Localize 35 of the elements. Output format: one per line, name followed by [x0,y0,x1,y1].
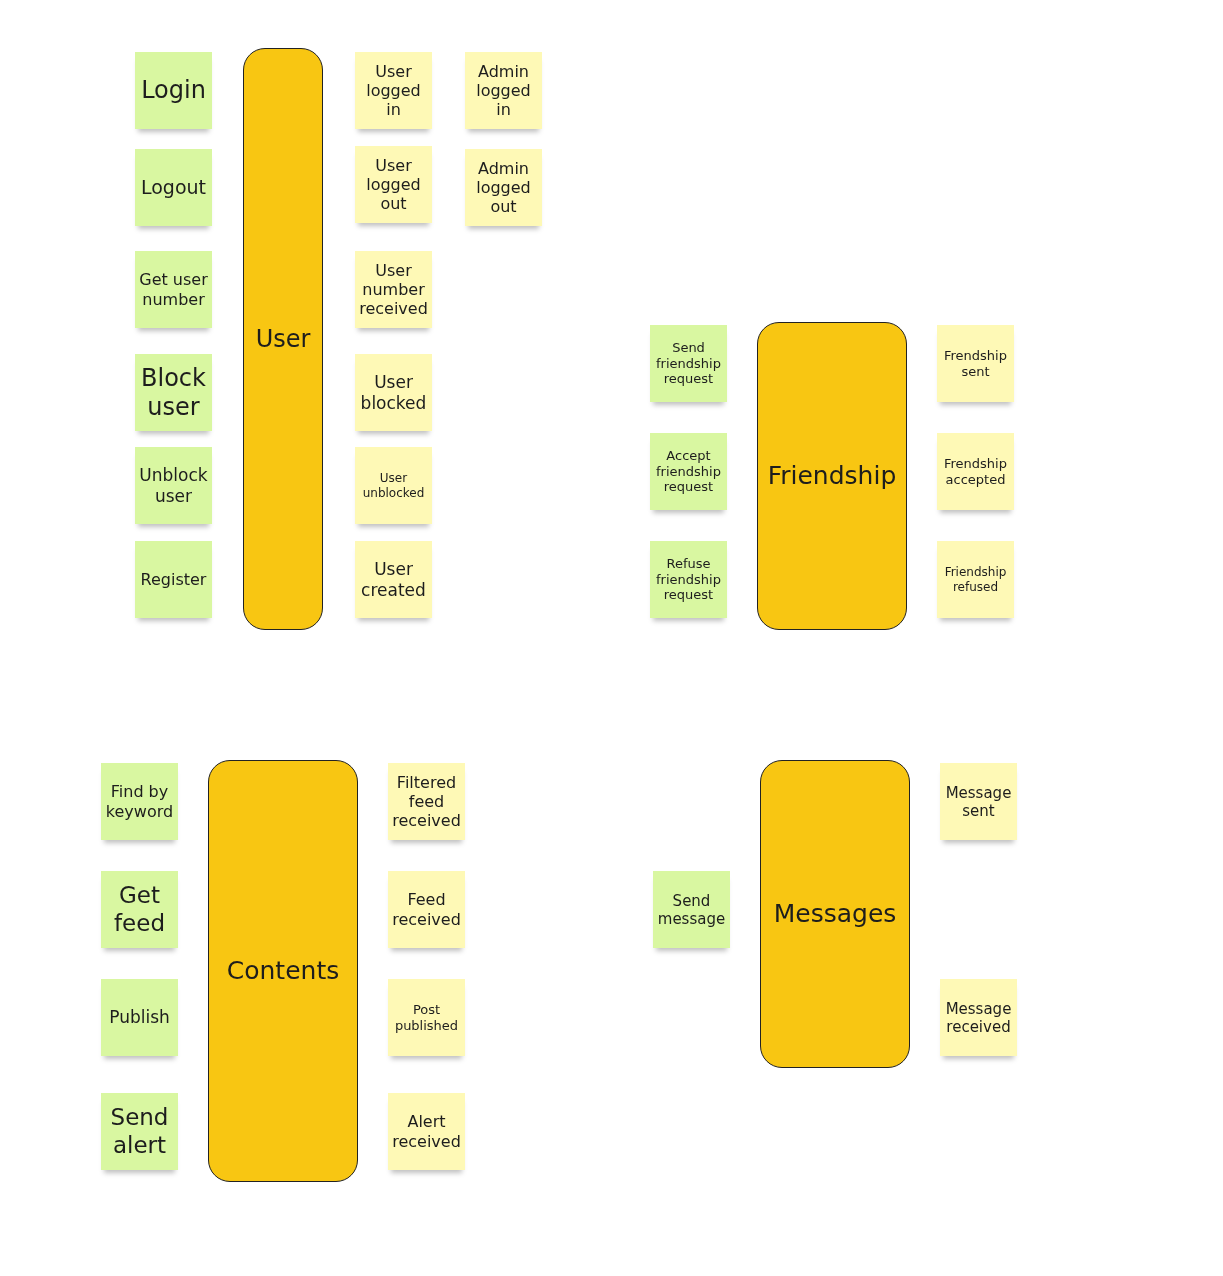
sticky-note: Post published [388,979,465,1056]
sticky-note: Admin logged out [465,149,542,226]
sticky-note: User number received [355,251,432,328]
aggregate-box: User [243,48,323,630]
sticky-note: Send friendship request [650,325,727,402]
sticky-note: Get user number [135,251,212,328]
sticky-note: Frendship sent [937,325,1014,402]
aggregate-box: Messages [760,760,910,1068]
sticky-note: User unblocked [355,447,432,524]
sticky-note: Login [135,52,212,129]
sticky-note: Get feed [101,871,178,948]
sticky-note: Admin logged in [465,52,542,129]
sticky-note: Block user [135,354,212,431]
sticky-note: Find by keyword [101,763,178,840]
aggregate-box: Contents [208,760,358,1182]
sticky-note: Unblock user [135,447,212,524]
sticky-note: Publish [101,979,178,1056]
sticky-note: User logged out [355,146,432,223]
sticky-note: Send message [653,871,730,948]
sticky-note: Feed received [388,871,465,948]
sticky-note: Send alert [101,1093,178,1170]
sticky-note: Message sent [940,763,1017,840]
sticky-note: Friendship refused [937,541,1014,618]
sticky-note: User blocked [355,354,432,431]
sticky-note: Alert received [388,1093,465,1170]
sticky-note: Filtered feed received [388,763,465,840]
sticky-note: Accept friendship request [650,433,727,510]
aggregate-box: Friendship [757,322,907,630]
sticky-note: Message received [940,979,1017,1056]
sticky-note: Register [135,541,212,618]
sticky-note: Logout [135,149,212,226]
sticky-note: Refuse friendship request [650,541,727,618]
sticky-note: User logged in [355,52,432,129]
sticky-note: Frendship accepted [937,433,1014,510]
sticky-note: User created [355,541,432,618]
